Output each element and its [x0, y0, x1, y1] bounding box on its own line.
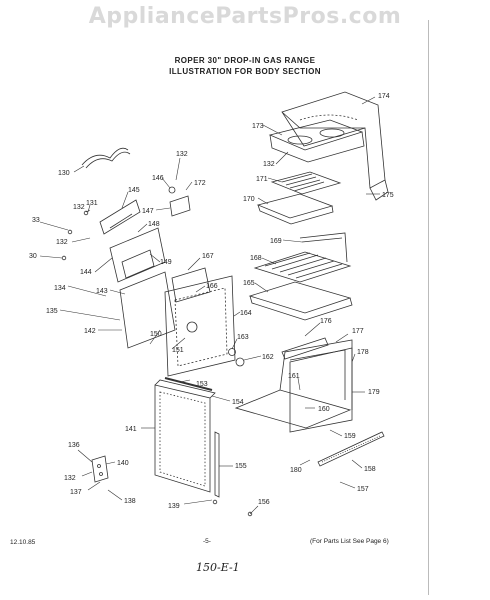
- callout-180: 180: [290, 467, 302, 474]
- diagram-title-line2: ILLUSTRATION FOR BODY SECTION: [169, 67, 321, 76]
- footer-page-number: -5-: [203, 538, 211, 545]
- part-oven-bottom[interactable]: [248, 281, 353, 321]
- callout-144: 144: [80, 269, 92, 276]
- callout-149: 149: [160, 259, 172, 266]
- part-thermostat-bracket[interactable]: [171, 267, 211, 303]
- part-manifold[interactable]: [109, 227, 166, 283]
- callout-159: 159: [344, 433, 356, 440]
- part-gas-cord[interactable]: [81, 147, 131, 169]
- callout-30: 30: [29, 253, 37, 260]
- part-oven-window-frame[interactable]: [289, 347, 353, 433]
- callout-135: 135: [46, 308, 58, 315]
- callout-33: 33: [32, 217, 40, 224]
- callout-137: 137: [70, 489, 82, 496]
- callout-162: 162: [262, 354, 274, 361]
- callout-143: 143: [96, 288, 108, 295]
- part-door-trim[interactable]: [164, 377, 213, 391]
- callout-155: 155: [235, 463, 247, 470]
- part-oven-back-panel[interactable]: [119, 271, 236, 377]
- callout-160: 160: [318, 406, 330, 413]
- callout-167: 167: [202, 253, 214, 260]
- callout-131: 131: [86, 200, 98, 207]
- part-screws[interactable]: [61, 210, 253, 517]
- callout-148: 148: [148, 221, 160, 228]
- callout-154: 154: [232, 399, 244, 406]
- callout-132: 132: [56, 239, 68, 246]
- page-edge-line: [428, 20, 429, 595]
- callout-176: 176: [320, 318, 332, 325]
- callout-168: 168: [250, 255, 262, 262]
- part-door-hinge[interactable]: [91, 455, 109, 483]
- footer-handwritten-code: 150-E-1: [196, 561, 240, 574]
- callout-163: 163: [237, 334, 249, 341]
- footer-date: 12.10.85: [10, 539, 36, 546]
- callout-132: 132: [176, 151, 188, 158]
- callout-174: 174: [378, 93, 390, 100]
- part-oven-door[interactable]: [154, 379, 216, 493]
- callout-136: 136: [68, 442, 80, 449]
- callout-170: 170: [243, 196, 255, 203]
- callout-130: 130: [58, 170, 70, 177]
- callout-132: 132: [73, 204, 85, 211]
- part-side-trim[interactable]: [214, 431, 220, 498]
- callout-177: 177: [352, 328, 364, 335]
- callout-141: 141: [125, 426, 137, 433]
- callout-157: 157: [357, 486, 369, 493]
- callout-150: 150: [150, 331, 162, 338]
- callout-142: 142: [84, 328, 96, 335]
- callout-158: 158: [364, 466, 376, 473]
- part-drawer-rail[interactable]: [317, 431, 385, 467]
- part-bracket[interactable]: [168, 186, 191, 217]
- part-oven-liner[interactable]: [234, 339, 353, 429]
- part-knob[interactable]: [228, 348, 245, 367]
- callout-166: 166: [206, 283, 218, 290]
- callout-147: 147: [142, 208, 154, 215]
- callout-165: 165: [243, 280, 255, 287]
- part-control-panel[interactable]: [99, 199, 141, 235]
- callout-179: 179: [368, 389, 380, 396]
- callout-140: 140: [117, 460, 129, 467]
- callout-175: 175: [382, 192, 394, 199]
- part-broiler-grid[interactable]: [270, 171, 342, 195]
- callout-173: 173: [252, 123, 264, 130]
- callout-153: 153: [196, 381, 208, 388]
- callout-138: 138: [124, 498, 136, 505]
- callout-145: 145: [128, 187, 140, 194]
- callout-132: 132: [263, 161, 275, 168]
- part-burner-box[interactable]: [268, 119, 365, 163]
- footer-parts-list-note: (For Parts List See Page 6): [310, 538, 389, 545]
- part-vent[interactable]: [281, 337, 329, 360]
- callout-151: 151: [172, 347, 184, 354]
- callout-139: 139: [168, 503, 180, 510]
- diagram-title-line1: ROPER 30" DROP-IN GAS RANGE: [174, 56, 316, 65]
- callout-178: 178: [357, 349, 369, 356]
- callout-161: 161: [288, 373, 300, 380]
- callout-leader-lines: [39, 96, 380, 515]
- callout-169: 169: [270, 238, 282, 245]
- part-broiler-pan[interactable]: [256, 193, 334, 225]
- callout-146: 146: [152, 175, 164, 182]
- callout-132: 132: [64, 475, 76, 482]
- callout-171: 171: [256, 176, 268, 183]
- callout-156: 156: [258, 499, 270, 506]
- callout-172: 172: [194, 180, 206, 187]
- part-rack-support[interactable]: [299, 232, 348, 263]
- part-oven-rack[interactable]: [253, 251, 352, 283]
- watermark: AppliancePartsPros.com: [88, 4, 402, 29]
- callout-164: 164: [240, 310, 252, 317]
- part-cooktop-top[interactable]: [281, 91, 389, 201]
- callout-134: 134: [54, 285, 66, 292]
